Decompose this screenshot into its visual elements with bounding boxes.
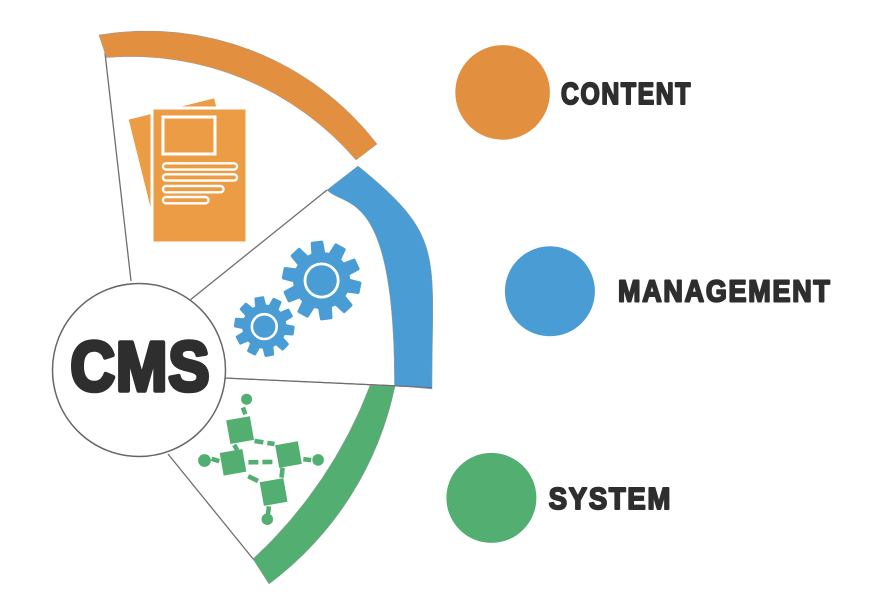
svg-text:SYSTEM: SYSTEM bbox=[549, 483, 672, 517]
svg-text:CMS: CMS bbox=[70, 327, 210, 406]
svg-text:CONTENT: CONTENT bbox=[561, 76, 692, 110]
svg-text:MANAGEMENT: MANAGEMENT bbox=[618, 275, 832, 309]
